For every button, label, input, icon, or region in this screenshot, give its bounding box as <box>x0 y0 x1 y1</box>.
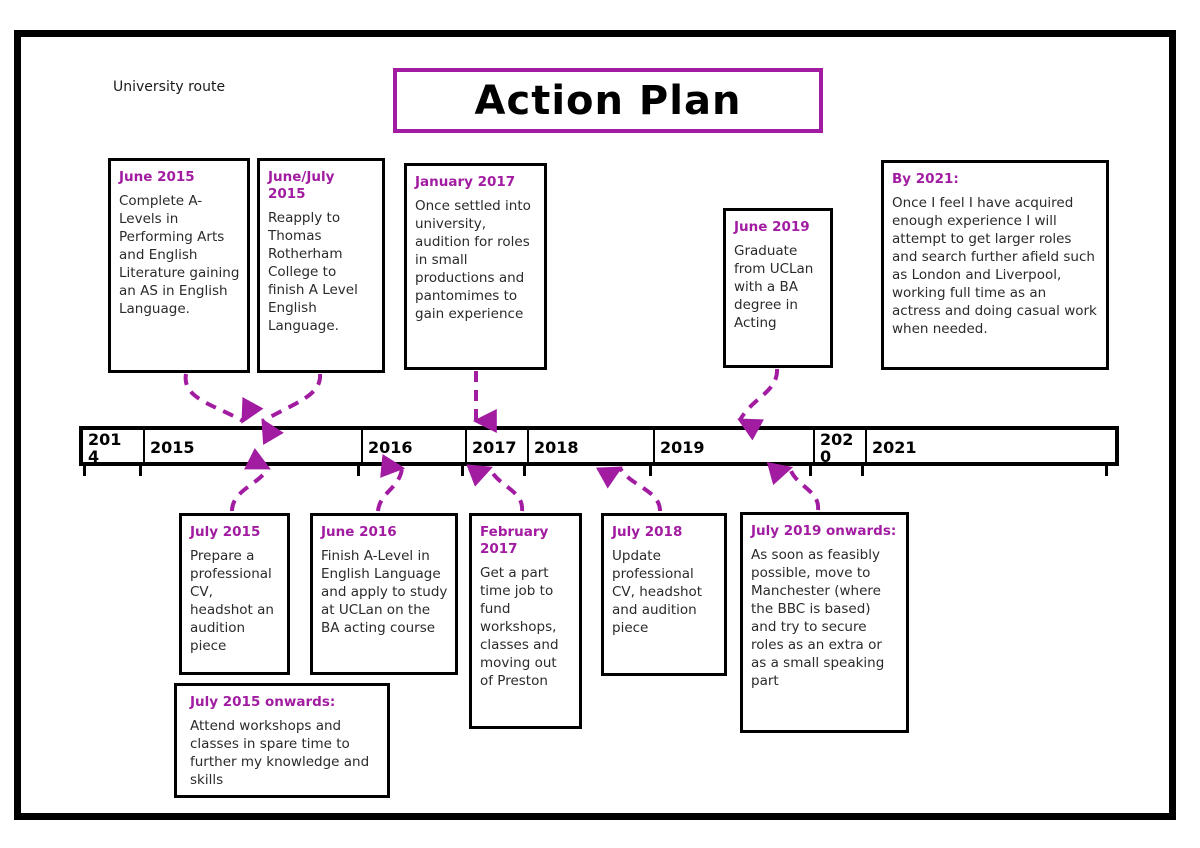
note-body: Reapply to Thomas Rotherham College to f… <box>268 210 363 334</box>
note-box-july-2019-onwards: July 2019 onwards: As soon as feasibly p… <box>740 512 909 733</box>
note-body: Once settled into university, audition f… <box>415 198 536 322</box>
note-heading: January 2017 <box>415 174 516 190</box>
title-box: Action Plan <box>393 68 823 133</box>
note-heading: February 2017 <box>480 524 549 557</box>
timeline-year-label: 2015 <box>150 438 195 457</box>
timeline-tick <box>461 462 464 476</box>
note-heading: June 2015 <box>119 169 195 185</box>
note-heading: July 2018 <box>612 524 683 540</box>
timeline-tick <box>357 462 360 476</box>
timeline-segment-2016: 2016 <box>361 430 465 462</box>
timeline-year-label: 2018 <box>534 438 579 457</box>
timeline-tick <box>809 462 812 476</box>
note-box-june-2015: June 2015 Complete A-Levels in Performin… <box>108 158 250 373</box>
note-box-january-2017: January 2017 Once settled into universit… <box>404 163 547 370</box>
timeline-year-label: 2020 <box>820 430 854 466</box>
note-body: As soon as feasibly possible, move to Ma… <box>751 547 889 689</box>
diagram-outer-frame <box>14 30 1176 820</box>
timeline-year-label: 2021 <box>872 438 917 457</box>
note-heading: July 2015 <box>190 524 261 540</box>
note-body: Once I feel I have acquired enough exper… <box>892 195 1102 337</box>
note-box-june-2016: June 2016 Finish A-Level in English Lang… <box>310 513 458 675</box>
note-body: Complete A-Levels in Performing Arts and… <box>119 193 244 317</box>
note-box-by-2021: By 2021: Once I feel I have acquired eno… <box>881 160 1109 370</box>
page-title: Action Plan <box>474 77 742 124</box>
note-body: Attend workshops and classes in spare ti… <box>190 718 374 788</box>
timeline-segment-2015: 2015 <box>143 430 361 462</box>
note-body: Prepare a professional CV, headshot an a… <box>190 548 279 654</box>
note-box-june-july-2015: June/July 2015 Reapply to Thomas Rotherh… <box>257 158 385 373</box>
note-heading: June 2016 <box>321 524 397 540</box>
timeline-segment-2017: 2017 <box>465 430 527 462</box>
timeline-segment-2018: 2018 <box>527 430 653 462</box>
note-body: Finish A-Level in English Language and a… <box>321 548 452 636</box>
note-box-july-2015: July 2015 Prepare a professional CV, hea… <box>179 513 290 675</box>
timeline-tick <box>139 462 142 476</box>
note-heading: By 2021: <box>892 171 959 187</box>
timeline-tick <box>1105 462 1108 476</box>
note-body: Update professional CV, headshot and aud… <box>612 548 707 636</box>
timeline-tick <box>861 462 864 476</box>
timeline-segment-2019: 2019 <box>653 430 813 462</box>
timeline-year-label: 2016 <box>368 438 413 457</box>
note-box-february-2017: February 2017 Get a part time job to fun… <box>469 513 582 729</box>
note-body: Get a part time job to fund workshops, c… <box>480 565 563 689</box>
note-box-july-2015-onwards: July 2015 onwards: Attend workshops and … <box>174 683 390 798</box>
note-body: Graduate from UCLan with a BA degree in … <box>734 243 818 331</box>
timeline-segment-2021: 2021 <box>865 430 1115 462</box>
note-box-july-2018: July 2018 Update professional CV, headsh… <box>601 513 727 676</box>
timeline-tick <box>83 462 86 476</box>
timeline-tick <box>649 462 652 476</box>
timeline-year-label: 2014 <box>88 430 122 466</box>
timeline-year-label: 2019 <box>660 438 705 457</box>
timeline-bar: 2014 2015 2016 2017 2018 2019 2020 2021 <box>79 426 1119 466</box>
note-heading: July 2019 onwards: <box>751 523 897 539</box>
note-heading: June/July 2015 <box>268 169 335 202</box>
timeline-segment-2014: 2014 <box>83 430 143 466</box>
timeline-tick <box>523 462 526 476</box>
timeline-year-label: 2017 <box>472 438 517 457</box>
note-heading: June 2019 <box>734 219 810 235</box>
note-heading: July 2015 onwards: <box>190 694 336 710</box>
timeline-segment-2020: 2020 <box>813 430 865 466</box>
route-label: University route <box>113 79 226 95</box>
note-box-june-2019: June 2019 Graduate from UCLan with a BA … <box>723 208 833 368</box>
